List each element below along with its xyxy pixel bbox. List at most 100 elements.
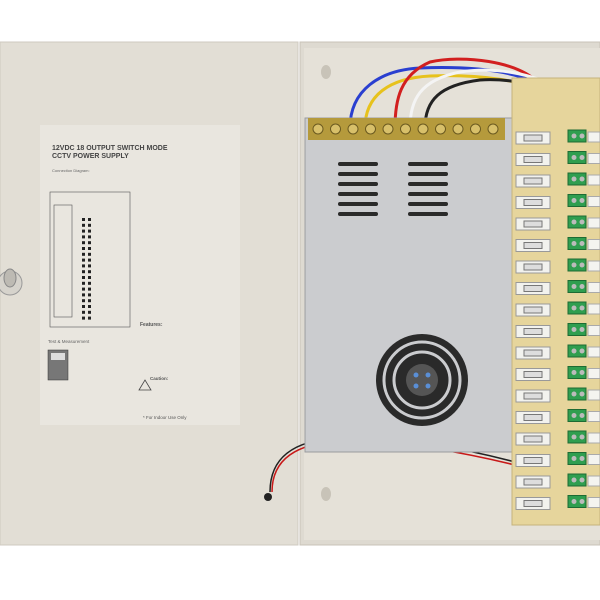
terminal-screw: [571, 262, 577, 268]
terminal-screw: [330, 123, 341, 135]
terminal-screw: [579, 262, 585, 268]
connection-diagram: [49, 191, 131, 328]
ptc-fuse: [587, 303, 600, 315]
diagram-cell: [88, 299, 91, 303]
fuse: [523, 500, 543, 507]
caution-icon: [138, 379, 152, 391]
terminal-screw: [579, 133, 585, 139]
ptc-fuse: [587, 497, 600, 508]
fuse: [523, 285, 543, 292]
output-terminal: [567, 366, 587, 379]
diagram-cell: [88, 281, 91, 285]
terminal-screw: [417, 123, 429, 135]
vent-slot: [338, 172, 378, 176]
terminal-screw: [571, 499, 577, 504]
fuse-array: [515, 129, 600, 510]
output-terminal: [567, 194, 587, 207]
ptc-fuse: [587, 325, 600, 336]
fuse: [523, 177, 543, 185]
diagram-cell: [82, 299, 85, 303]
door-lock-icon: [0, 268, 23, 296]
terminal-screw: [579, 391, 585, 397]
terminal-screw: [470, 123, 481, 135]
diagram-cell: [82, 229, 85, 233]
fuse: [523, 392, 543, 400]
ptc-fuse: [587, 260, 600, 272]
caution-heading: Caution:: [150, 376, 169, 381]
vent-slot: [408, 162, 448, 166]
terminal-screw: [571, 477, 577, 483]
fuse: [523, 242, 543, 249]
terminal-screw: [382, 123, 394, 135]
connection-diagram-heading: Connection Diagram:: [52, 168, 90, 173]
diagram-cell: [82, 241, 85, 245]
output-terminal: [567, 409, 587, 422]
door-label: [40, 125, 240, 425]
vent-slot: [338, 192, 378, 196]
diagram-cell: [88, 223, 91, 227]
output-terminal: [567, 258, 587, 272]
diagram-cell: [82, 235, 85, 239]
terminal-screw: [579, 413, 585, 418]
fan-icon: [376, 334, 468, 426]
terminal-screw: [400, 123, 411, 135]
vent-slot: [408, 212, 448, 216]
multimeter-icon: [47, 349, 69, 381]
ptc-fuse: [587, 454, 600, 465]
terminal-screw: [571, 176, 577, 182]
diagram-cell: [82, 310, 85, 314]
indicator-led: [264, 493, 272, 501]
terminal-screw: [487, 123, 499, 135]
diagram-cell: [88, 258, 91, 262]
terminal-screw: [579, 241, 585, 246]
terminal-screw: [579, 348, 585, 354]
fuse: [523, 349, 543, 357]
ptc-fuse: [587, 282, 600, 293]
diagram-cell: [88, 252, 91, 256]
output-terminal: [567, 495, 587, 508]
fuse: [523, 478, 543, 486]
diagram-cell: [82, 247, 85, 250]
vent-slot: [338, 162, 378, 166]
terminal-screw: [571, 219, 577, 225]
output-terminal: [567, 151, 587, 164]
vent-slot: [408, 182, 448, 186]
terminal-screw: [452, 123, 464, 135]
indoor-use-note: * For Indoor Use Only: [143, 415, 187, 420]
terminal-screw: [365, 123, 376, 135]
diagram-cell: [82, 276, 85, 279]
terminal-screw: [571, 305, 577, 311]
terminal-screw: [571, 198, 577, 203]
output-terminal: [567, 215, 587, 229]
output-terminal: [567, 473, 587, 487]
diagram-terminals: [82, 218, 91, 320]
diagram-cell: [88, 316, 91, 320]
diagram-cell: [82, 316, 85, 320]
terminal-screw: [571, 456, 577, 461]
diagram-cell: [82, 281, 85, 285]
diagram-cell: [88, 229, 91, 233]
ptc-fuse: [587, 196, 600, 207]
output-terminal: [567, 280, 587, 293]
diagram-cell: [82, 258, 85, 262]
ptc-fuse: [587, 411, 600, 422]
fuse: [523, 435, 543, 443]
ptc-fuse: [587, 174, 600, 186]
fuse: [523, 306, 543, 314]
terminal-screw: [579, 434, 585, 440]
ptc-fuse: [587, 239, 600, 250]
fuse: [523, 220, 543, 228]
terminal-screw: [579, 198, 585, 203]
diagram-cell: [88, 241, 91, 245]
output-terminal: [567, 387, 587, 401]
vent-slot: [408, 202, 448, 206]
ptc-fuse: [587, 368, 600, 379]
terminal-screw: [571, 348, 577, 354]
diagram-cell: [88, 305, 91, 308]
terminal-screw: [571, 391, 577, 397]
fuse: [523, 134, 543, 142]
terminal-screw: [571, 434, 577, 440]
terminal-screw: [579, 477, 585, 483]
